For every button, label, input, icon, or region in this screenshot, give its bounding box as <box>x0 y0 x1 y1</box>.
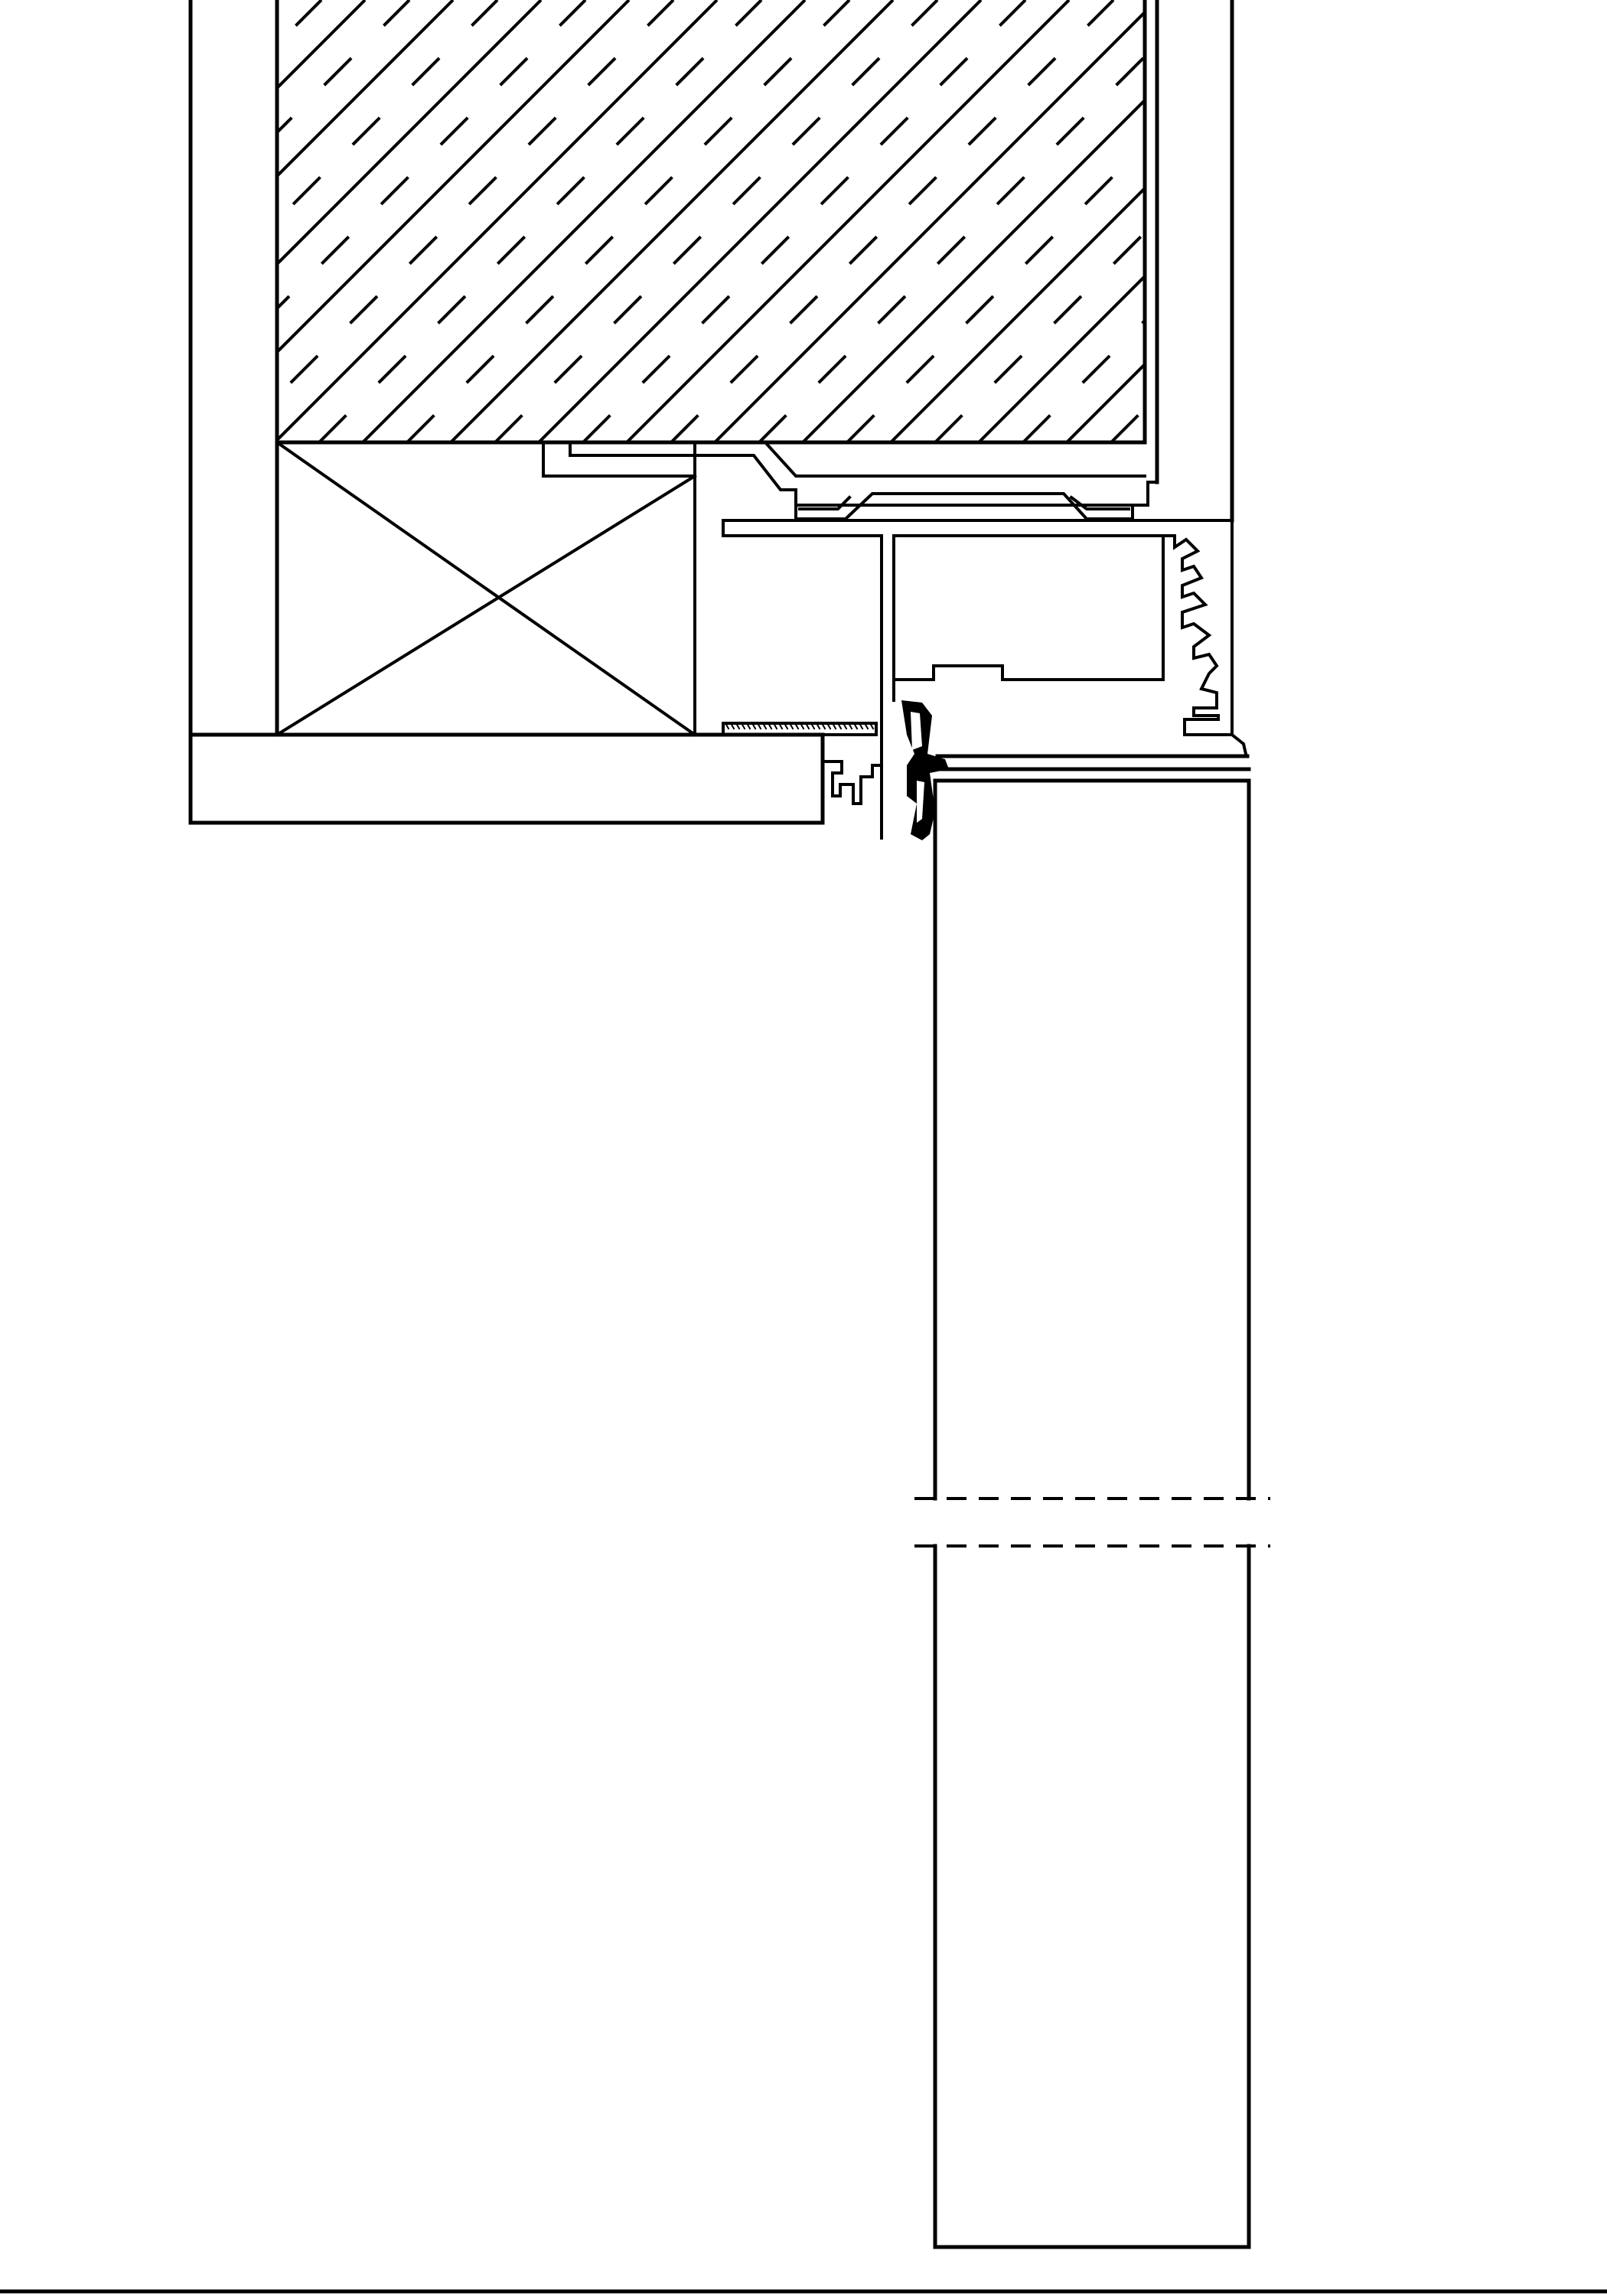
glazing-hatch-dash-line <box>1022 318 1145 442</box>
bead-serration-tick <box>831 722 837 730</box>
glazing-hatch-dash-line <box>934 230 1145 442</box>
glazing-hatch-dash-line <box>1110 406 1145 442</box>
wall-structure <box>188 0 1234 825</box>
glazing-bead <box>722 722 882 805</box>
glazing-hatch-dash-line <box>277 0 587 311</box>
bead-serration-tick <box>815 722 821 730</box>
frame-top-step <box>542 441 696 736</box>
glazing-hatch-dash-line <box>582 0 1027 442</box>
weather-seal <box>901 700 949 840</box>
bead-serration-tick <box>858 722 864 730</box>
bead-serration-tick <box>799 722 805 730</box>
timber-block <box>275 440 697 737</box>
bead-serration-tick <box>740 722 746 730</box>
glazing-hatch-line <box>361 0 807 442</box>
glazing-hatch-line <box>449 0 895 442</box>
bead-serration-tick <box>863 722 869 730</box>
glazing-hatch-line <box>977 274 1145 442</box>
bead-serrations <box>724 722 875 730</box>
frame-hollow-chamber <box>892 534 1176 681</box>
bead-serration-tick <box>767 722 773 730</box>
bead-serration-tick <box>772 722 778 730</box>
glazing-unit <box>275 0 1607 445</box>
glazing-hatch-line <box>277 0 719 442</box>
door-leaf <box>933 778 1251 2249</box>
door-head-line <box>933 754 1251 771</box>
base-board <box>188 732 825 825</box>
frame-bead-clips-right <box>1069 495 1130 510</box>
glazing-hatch-dash-line <box>846 142 1145 442</box>
glazing-hatch-solid <box>277 0 1597 442</box>
door-leaf-lower-outline <box>933 1544 1251 2249</box>
glazing-hatch-line <box>1155 0 1597 442</box>
bead-serration-tick <box>729 722 735 730</box>
glazing-hatch-line <box>889 186 1145 442</box>
bead-serration-tick <box>745 722 751 730</box>
glazing-hatch-dash-line <box>406 0 851 442</box>
bead-serration-tick <box>847 722 853 730</box>
glazing-hatch-dash-line <box>277 0 323 47</box>
glazing-hatch-line <box>625 0 1071 442</box>
bead-serration-tick <box>826 722 832 730</box>
bead-serration-tick <box>836 722 843 730</box>
glazing-hatch-dash-line <box>670 0 1115 442</box>
glazing-hatch-line <box>277 0 543 266</box>
glazing-hatch-line <box>713 10 1145 442</box>
bead-serration-tick <box>783 722 789 730</box>
door-leaf-upper-outline <box>933 778 1251 1501</box>
bead-serration-tick <box>810 722 816 730</box>
glazing-hatch-line <box>277 0 279 2</box>
bead-serration-tick <box>751 722 757 730</box>
glazing-hatch-dash-line <box>494 0 939 442</box>
glazing-hatch-dash-line <box>1199 0 1607 442</box>
bead-serration-tick <box>820 722 826 730</box>
bead-serration-tick <box>735 722 741 730</box>
glazing-hatch-line <box>537 0 983 442</box>
bead-serration-tick <box>777 722 784 730</box>
timber-block-cross-1 <box>275 440 697 737</box>
frame-glazing-channel <box>569 441 1159 507</box>
base-board-outline <box>188 732 825 825</box>
bead-serration-tick <box>788 722 794 730</box>
glazing-hatch-dash-line <box>277 0 675 399</box>
glazing-hatch-dashed <box>277 0 1607 442</box>
seal-inner-highlight-2 <box>917 781 924 823</box>
glazing-hatch-line <box>1065 362 1145 442</box>
aluminium-frame-profile <box>542 440 1248 840</box>
break-lines <box>914 1497 1270 1548</box>
bead-clip <box>821 760 882 805</box>
bead-serration-tick <box>804 722 810 730</box>
frame-glazing-channel-inner <box>763 440 1146 478</box>
frame-flange-lower <box>722 519 883 840</box>
glazing-hatch-dash-line <box>277 0 499 223</box>
timber-block-cross-2 <box>275 474 697 737</box>
bead-serration-tick <box>724 722 730 730</box>
bead-serration-tick <box>794 722 800 730</box>
bead-serration-tick <box>756 722 762 730</box>
glazing-hatch-line <box>801 98 1145 442</box>
bead-serration-tick <box>842 722 848 730</box>
glazing-hatch-dash-line <box>318 0 763 442</box>
glazing-hatch-dash-line <box>277 0 411 135</box>
bead-serration-tick <box>852 722 859 730</box>
seal-inner-highlight <box>911 712 922 750</box>
glazing-hatch-line <box>277 0 631 354</box>
bead-serration-tick <box>869 722 875 730</box>
frame-right-face <box>1231 519 1248 756</box>
frame-bead-clips-left <box>798 495 852 510</box>
bead-serration-tick <box>761 722 768 730</box>
glazing-hatch-line <box>277 0 367 90</box>
glazing-hatch-line <box>277 0 455 178</box>
glazing-hatch-dash-line <box>758 54 1145 442</box>
glazing-outline <box>275 0 1147 445</box>
frame-right-serrations <box>1173 534 1234 736</box>
